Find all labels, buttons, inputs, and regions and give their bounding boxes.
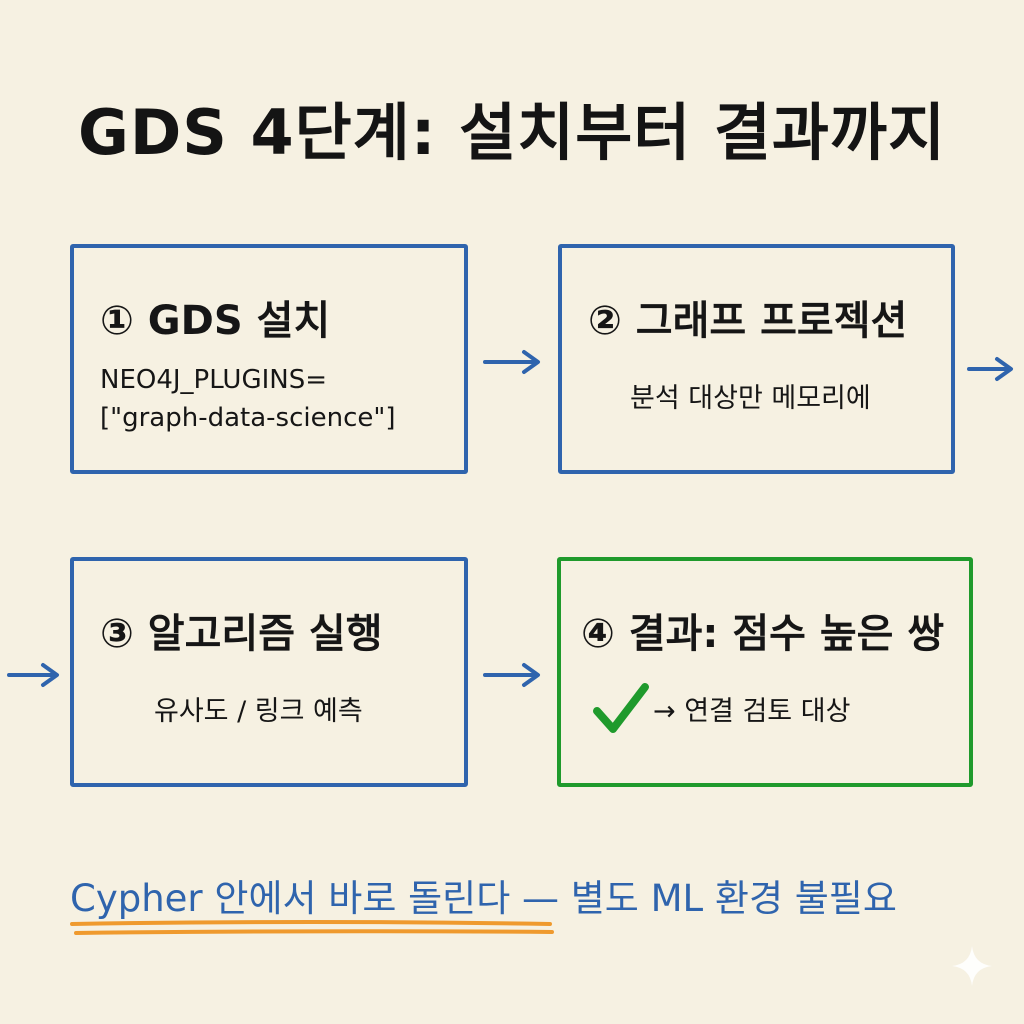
footer-note: Cypher 안에서 바로 돌린다 — 별도 ML 환경 불필요 [70,868,897,935]
step-3-line-1: 유사도 / 링크 예측 [154,696,363,727]
arrow-right-icon [966,355,1016,383]
step-1-line-1: NEO4J_PLUGINS= [100,365,328,395]
step-4-box: ④ 결과: 점수 높은 쌍 → 연결 검토 대상 [557,557,973,787]
step-2-title: ② 그래프 프로젝션 [588,298,908,344]
checkmark-icon [593,683,649,733]
step-4-line-1: → 연결 검토 대상 [653,696,851,727]
step-1-title: ① GDS 설치 [100,298,331,344]
highlight-underline [70,920,554,935]
footer-highlight: Cypher 안에서 바로 돌린다 [70,868,554,935]
arrow-right-icon [6,661,62,689]
step-2-line-1: 분석 대상만 메모리에 [630,383,871,414]
footer-highlight-text: Cypher 안에서 바로 돌린다 [70,877,511,920]
diagram-title: GDS 4단계: 설치부터 결과까지 [77,96,947,169]
footer-rest-text: — 별도 ML 환경 불필요 [510,877,897,920]
step-4-title: ④ 결과: 점수 높은 쌍 [581,611,945,657]
arrow-right-icon [482,661,544,689]
arrow-right-icon [482,348,544,376]
step-1-line-2: ["graph-data-science"] [100,403,396,433]
step-2-box: ② 그래프 프로젝션 분석 대상만 메모리에 [558,244,955,474]
step-3-box: ③ 알고리즘 실행 유사도 / 링크 예측 [70,557,468,787]
step-3-title: ③ 알고리즘 실행 [100,611,383,657]
step-1-box: ① GDS 설치 NEO4J_PLUGINS= ["graph-data-sci… [70,244,468,474]
sparkle-icon [952,946,992,986]
